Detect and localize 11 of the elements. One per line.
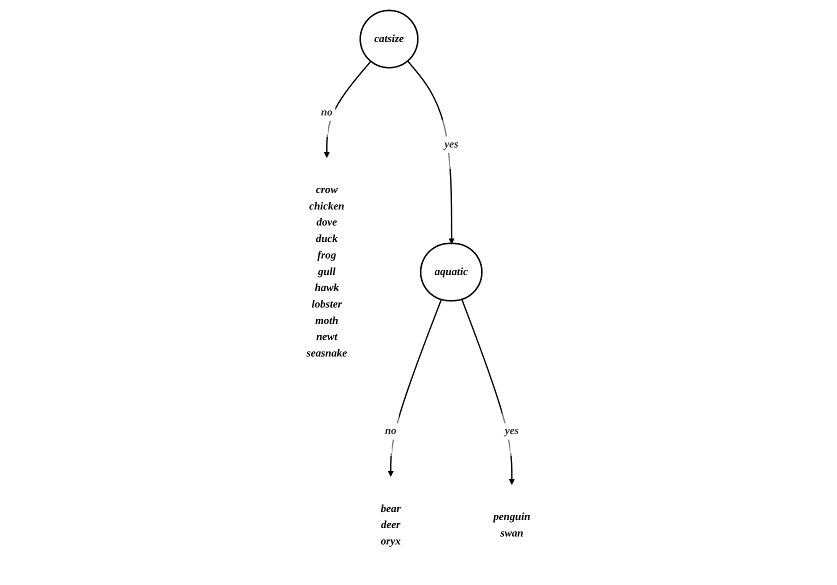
node-text: crow chicken dove duck frog gull hawk lobster moth newt seasnake <box>306 184 348 360</box>
edge-label: no <box>385 425 397 437</box>
arrow <box>408 60 455 244</box>
edge-label: yes <box>504 425 519 437</box>
node-text: bear deer oryx <box>380 503 401 548</box>
arrow <box>461 300 515 485</box>
node-text: penguin swan <box>493 511 530 540</box>
arrow <box>324 60 372 158</box>
arrow <box>388 300 442 477</box>
edge-label: no <box>321 106 333 118</box>
edge-label: yes <box>444 138 458 150</box>
